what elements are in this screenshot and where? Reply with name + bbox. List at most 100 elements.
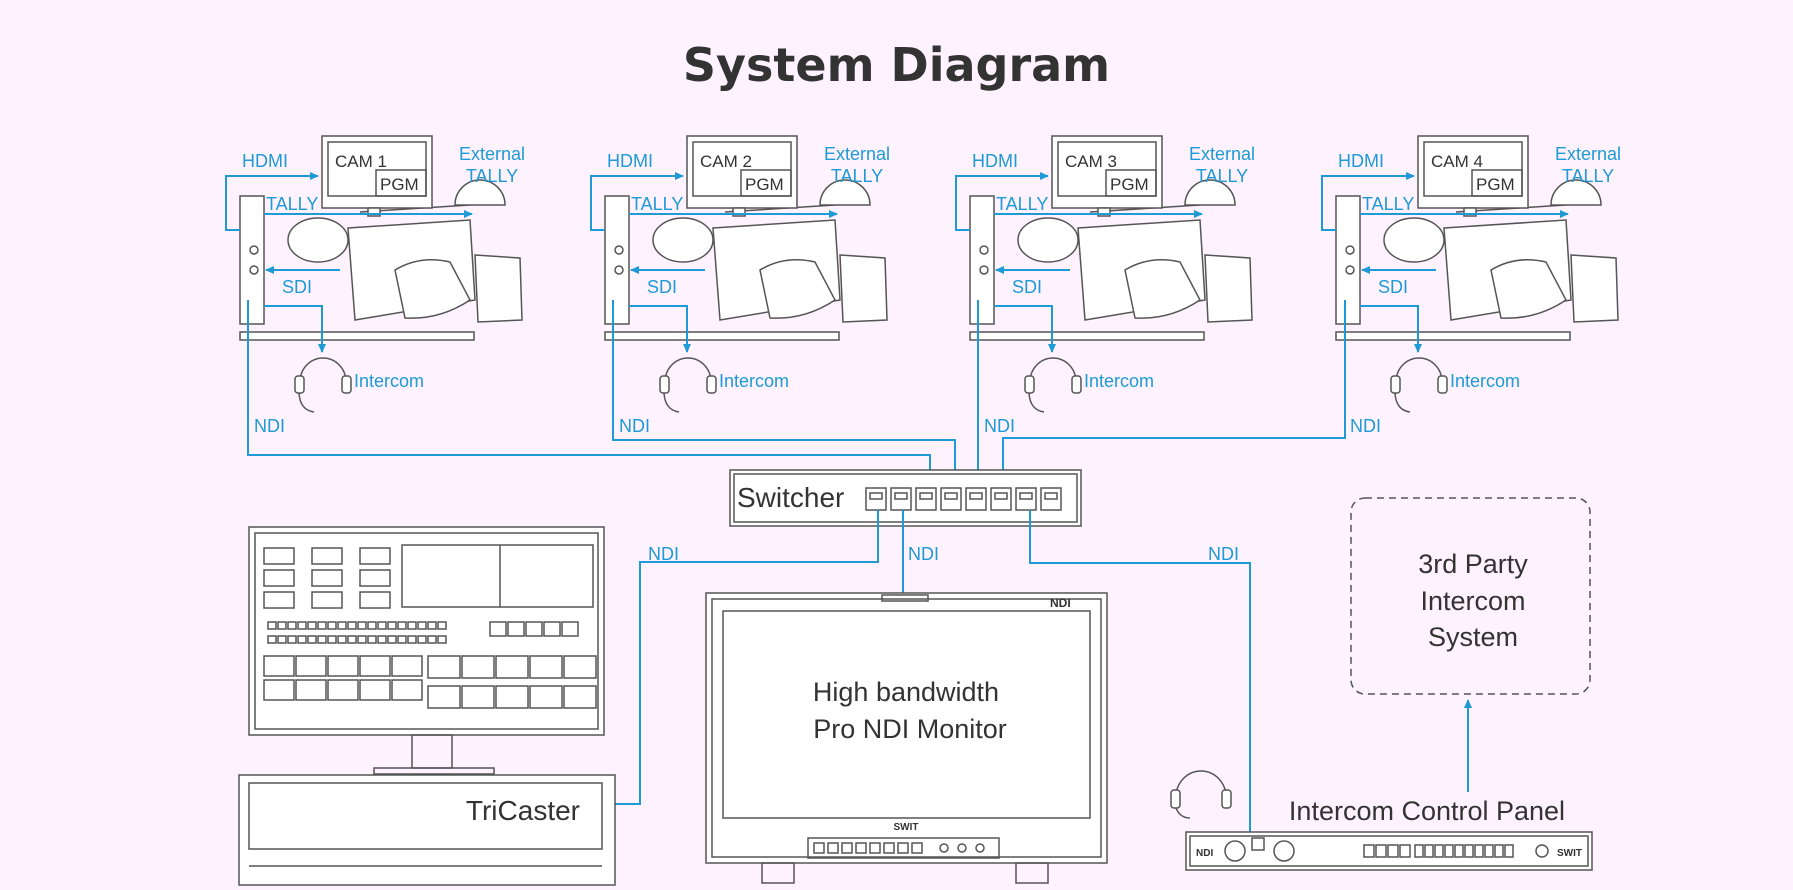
intercom-wire bbox=[994, 305, 1056, 353]
intercom-wire bbox=[1360, 305, 1422, 353]
sdi-label: SDI bbox=[282, 277, 312, 297]
tally-monitor bbox=[321, 135, 433, 209]
cam-label: CAM 1 bbox=[335, 152, 387, 171]
external-tally-label: TALLY bbox=[466, 166, 518, 186]
third-party-line-1: 3rd Party bbox=[1418, 549, 1528, 579]
intercom-label: Intercom bbox=[354, 371, 424, 391]
headset-icon bbox=[1024, 357, 1082, 413]
ndi-wire-intercom-panel bbox=[1029, 510, 1251, 832]
camera-ndi-wires bbox=[247, 300, 1346, 490]
intercom-panel-label: Intercom Control Panel bbox=[1289, 796, 1565, 826]
switcher-port bbox=[865, 487, 887, 511]
camera-rig-3: CAM 3PGMHDMITALLYExternalTALLYSDIInterco… bbox=[955, 135, 1255, 436]
headset-icon bbox=[1170, 770, 1232, 819]
sdi-label: SDI bbox=[1012, 277, 1042, 297]
switcher-port bbox=[915, 487, 937, 511]
tally-light bbox=[819, 179, 871, 206]
intercom-label: Intercom bbox=[719, 371, 789, 391]
headset-icon bbox=[294, 357, 352, 413]
rig-rail bbox=[604, 331, 840, 341]
tally-label: TALLY bbox=[1362, 194, 1414, 214]
third-party-line-3: System bbox=[1428, 622, 1518, 652]
cam-label: CAM 3 bbox=[1065, 152, 1117, 171]
ndi-wire-cam-4 bbox=[1002, 300, 1346, 490]
monitor-ndi-label: NDI bbox=[908, 544, 939, 564]
tally-light bbox=[454, 179, 506, 206]
tricaster-device: TriCaster bbox=[238, 526, 616, 886]
pgm-label: PGM bbox=[1476, 175, 1515, 194]
lens bbox=[474, 254, 523, 323]
field-monitor bbox=[604, 195, 630, 325]
intercom-wire bbox=[264, 305, 326, 353]
ndi-wire-cam-2 bbox=[612, 300, 956, 490]
hdmi-label: HDMI bbox=[242, 151, 288, 171]
switcher-ndi-wires bbox=[612, 510, 1472, 832]
external-tally-label: TALLY bbox=[831, 166, 883, 186]
hdmi-wire bbox=[955, 172, 1049, 231]
headset-icon bbox=[1390, 357, 1448, 413]
tally-label: TALLY bbox=[266, 194, 318, 214]
tally-monitor bbox=[1417, 135, 1529, 209]
monitor-ndi-badge: NDI bbox=[1050, 596, 1071, 610]
intercom-label: Intercom bbox=[1450, 371, 1520, 391]
pgm-label: PGM bbox=[380, 175, 419, 194]
switcher-port bbox=[1040, 487, 1062, 511]
camera-rig-4: CAM 4PGMHDMITALLYExternalTALLYSDIInterco… bbox=[1321, 135, 1621, 436]
switcher-port bbox=[1015, 487, 1037, 511]
external-tally-label: TALLY bbox=[1196, 166, 1248, 186]
hdmi-wire bbox=[1321, 172, 1415, 231]
viewfinder bbox=[652, 217, 714, 263]
camera-rig-1: CAM 1PGMHDMITALLYExternalTALLYSDIInterco… bbox=[225, 135, 525, 436]
switcher-ports bbox=[865, 487, 1062, 511]
tally-label: TALLY bbox=[631, 194, 683, 214]
monitor-brand: SWIT bbox=[894, 822, 919, 833]
switcher-port bbox=[965, 487, 987, 511]
rig-rail bbox=[969, 331, 1205, 341]
intercom-panel-brand: SWIT bbox=[1557, 848, 1582, 859]
tally-light bbox=[1184, 179, 1236, 206]
lens bbox=[1204, 254, 1253, 323]
intercom-wire bbox=[629, 305, 691, 353]
intercom-label: Intercom bbox=[1084, 371, 1154, 391]
viewfinder bbox=[1017, 217, 1079, 263]
viewfinder bbox=[287, 217, 349, 263]
viewfinder bbox=[1383, 217, 1445, 263]
switcher-port bbox=[990, 487, 1012, 511]
hdmi-label: HDMI bbox=[972, 151, 1018, 171]
ndi-label: NDI bbox=[254, 416, 285, 436]
external-label: External bbox=[1189, 144, 1255, 164]
camera-rig-2: CAM 2PGMHDMITALLYExternalTALLYSDIInterco… bbox=[590, 135, 890, 436]
tally-light bbox=[1550, 179, 1602, 206]
ndi-label: NDI bbox=[619, 416, 650, 436]
switcher-device: Switcher bbox=[729, 469, 1082, 527]
intercom-panel-ndi-badge: NDI bbox=[1196, 848, 1213, 859]
tally-label: TALLY bbox=[996, 194, 1048, 214]
ndi-label: NDI bbox=[984, 416, 1015, 436]
hdmi-wire bbox=[590, 172, 684, 231]
pgm-label: PGM bbox=[745, 175, 784, 194]
cam-label: CAM 4 bbox=[1431, 152, 1483, 171]
external-label: External bbox=[824, 144, 890, 164]
tally-monitor bbox=[1051, 135, 1163, 209]
ndi-monitor-device: NDI High bandwidth Pro NDI Monitor SWIT bbox=[705, 592, 1108, 884]
monitor-title-line-1: High bandwidth bbox=[813, 677, 999, 707]
page-title: System Diagram bbox=[682, 38, 1111, 92]
pgm-label: PGM bbox=[1110, 175, 1149, 194]
field-monitor bbox=[239, 195, 265, 325]
sdi-label: SDI bbox=[647, 277, 677, 297]
cam-label: CAM 2 bbox=[700, 152, 752, 171]
external-label: External bbox=[1555, 144, 1621, 164]
field-monitor bbox=[969, 195, 995, 325]
ndi-wire-tricaster bbox=[612, 510, 879, 805]
tally-monitor bbox=[686, 135, 798, 209]
external-label: External bbox=[459, 144, 525, 164]
hdmi-label: HDMI bbox=[607, 151, 653, 171]
intercom-ndi-label: NDI bbox=[1208, 544, 1239, 564]
monitor-title-line-2: Pro NDI Monitor bbox=[813, 714, 1007, 744]
switcher-port bbox=[890, 487, 912, 511]
sdi-label: SDI bbox=[1378, 277, 1408, 297]
third-party-line-2: Intercom bbox=[1420, 586, 1525, 616]
tricaster-ndi-label: NDI bbox=[648, 544, 679, 564]
external-tally-label: TALLY bbox=[1562, 166, 1614, 186]
